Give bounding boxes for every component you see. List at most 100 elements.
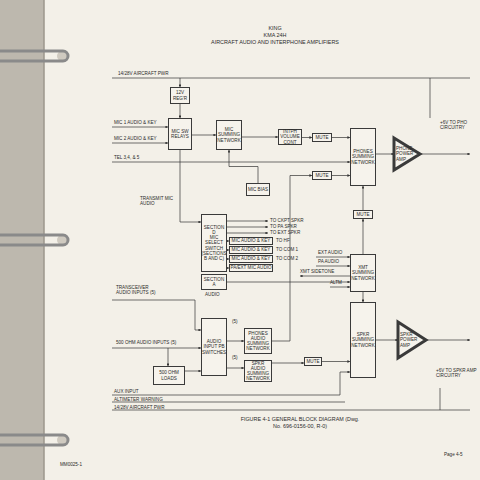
binder-ring xyxy=(0,435,68,445)
signal-label: TO HF xyxy=(276,238,290,243)
block-label: AUDIO INPUT PB SWITCHES xyxy=(202,339,226,354)
block-box: MIC SUMMING NETWORK xyxy=(216,120,242,150)
output-wire xyxy=(420,154,470,155)
signal-label: Page 4-5 xyxy=(444,452,463,457)
block-box: MUTE xyxy=(353,210,373,219)
signal-label: +6V TO SPKR AMP CIRCUITRY xyxy=(436,368,478,379)
binder-ring xyxy=(0,51,68,61)
power-bus xyxy=(112,78,470,79)
signal-label: TO COM 1 xyxy=(276,247,298,252)
block-box: INTPH VOLUME CONT xyxy=(278,129,302,145)
input-wire xyxy=(330,287,350,288)
block-label: MUTE xyxy=(356,212,369,217)
signal-label: 500 OHM AUDIO INPUTS (5) xyxy=(116,340,176,345)
input-wire xyxy=(112,300,201,330)
block-box: MIC SW RELAYS xyxy=(168,118,192,150)
input-wire xyxy=(316,257,350,258)
power-bus xyxy=(112,410,470,411)
block-box: MIC BIAS xyxy=(246,183,270,196)
signal-label: TO PA SPKR xyxy=(270,224,297,229)
input-wire xyxy=(112,162,350,163)
output-wire xyxy=(300,276,350,277)
block-box: 500 OHM LOADS xyxy=(153,366,185,385)
block-label: 12V REG'R xyxy=(171,90,189,100)
signal-label: (5) xyxy=(232,355,238,360)
block-label: MUTE xyxy=(315,135,328,140)
amplifier-outline xyxy=(394,138,420,170)
block-box: 12V REG'R xyxy=(170,87,190,104)
power-feed xyxy=(430,78,431,118)
output-wire xyxy=(227,221,268,222)
signal-label: 14/28V AIRCRAFT PWR xyxy=(118,71,168,76)
signal-label: MM0025-1 xyxy=(60,462,82,467)
input-wire xyxy=(112,372,350,395)
amplifier-triangle: PHONE POWER AMP xyxy=(394,138,420,170)
signal-label: TO EXT SPKR xyxy=(270,230,300,235)
signal-label: MIC 1 AUDIO & KEY xyxy=(114,120,157,125)
manual-page xyxy=(44,0,480,480)
block-label: SECTION D xyxy=(202,225,226,235)
block-box: SECTION DMIC SELECT SWITCH (SECTIONS B A… xyxy=(201,214,227,272)
signal-wire xyxy=(180,150,201,222)
signal-connector xyxy=(332,137,350,138)
signal-label: TRANSMIT MIC AUDIO xyxy=(140,196,176,207)
signal-connector xyxy=(227,341,244,342)
signal-label: ALTM xyxy=(330,280,342,285)
block-box: PHONES SUMMING NETWORK xyxy=(350,128,376,186)
block-label: PHONES AUDIO SUMMING NETWORK xyxy=(245,331,271,351)
signal-label: KING xyxy=(215,25,335,31)
signal-connector xyxy=(322,361,350,362)
signal-connector xyxy=(227,368,244,369)
signal-connector xyxy=(272,176,312,342)
block-box: SECTION A xyxy=(201,274,227,290)
block-box: MIC AUDIO & KEY xyxy=(229,246,273,254)
block-label: SPKR AUDIO SUMMING NETWORK xyxy=(245,361,271,381)
block-label: MIC AUDIO & KEY xyxy=(232,256,271,261)
input-wire xyxy=(112,348,201,349)
signal-label: ALTIMETER WARNING xyxy=(114,397,163,402)
signal-connector xyxy=(272,363,304,364)
block-label: PA/EXT MIC AUDIO xyxy=(230,265,271,270)
signal-connector xyxy=(376,340,398,341)
block-label: MIC AUDIO & KEY xyxy=(232,238,271,243)
signal-label: AUX INPUT xyxy=(114,389,139,394)
signal-label: AUDIO xyxy=(205,292,220,297)
block-label: INTPH VOLUME CONT xyxy=(279,129,301,144)
output-wire xyxy=(227,227,268,228)
block-label: MUTE xyxy=(315,173,328,178)
block-box: AUDIO INPUT PB SWITCHES xyxy=(201,318,227,376)
block-box: PA/EXT MIC AUDIO xyxy=(229,264,273,272)
binder-ring xyxy=(0,235,68,245)
block-label: SECTION A xyxy=(202,277,226,287)
signal-label: TO COM 2 xyxy=(276,256,298,261)
block-label: MIC AUDIO & KEY xyxy=(232,247,271,252)
block-box: SPKR SUMMING NETWORK xyxy=(350,302,376,378)
load-tap xyxy=(168,348,169,366)
output-wire xyxy=(227,233,268,234)
signal-connector xyxy=(242,137,278,138)
block-box: MIC AUDIO & KEY xyxy=(229,237,273,245)
block-label: PHONES SUMMING NETWORK xyxy=(351,149,375,164)
signal-label: TEL 3,4, & 5 xyxy=(114,155,139,160)
input-wire xyxy=(316,266,350,267)
block-label: MIC SUMMING NETWORK xyxy=(217,127,241,142)
block-box: MIC AUDIO & KEY xyxy=(229,255,273,263)
signal-label: XMT SIDETONE xyxy=(300,269,334,274)
amplifier-triangle: SPKR POWER AMP xyxy=(398,322,426,358)
block-label: MIC BIAS xyxy=(248,187,268,192)
output-wire xyxy=(426,340,470,341)
block-label: MUTE xyxy=(306,359,319,364)
signal-label: KMA 24H xyxy=(215,32,335,38)
block-box: PHONES AUDIO SUMMING NETWORK xyxy=(244,328,272,354)
signal-label: TRANSCEIVER AUDIO INPUTS (5) xyxy=(116,285,160,296)
block-label: PHONE POWER AMP xyxy=(396,146,420,161)
block-box: MUTE xyxy=(312,133,332,142)
figure-caption: FIGURE 4-1 GENERAL BLOCK DIAGRAM (Dwg. N… xyxy=(240,416,360,430)
input-wire xyxy=(112,143,168,144)
signal-connector xyxy=(180,104,181,118)
signal-label: MIC 2 AUDIO & KEY xyxy=(114,136,157,141)
page-edge xyxy=(43,0,45,480)
block-label: SPKR SUMMING NETWORK xyxy=(351,332,375,347)
power-feed xyxy=(440,388,441,410)
